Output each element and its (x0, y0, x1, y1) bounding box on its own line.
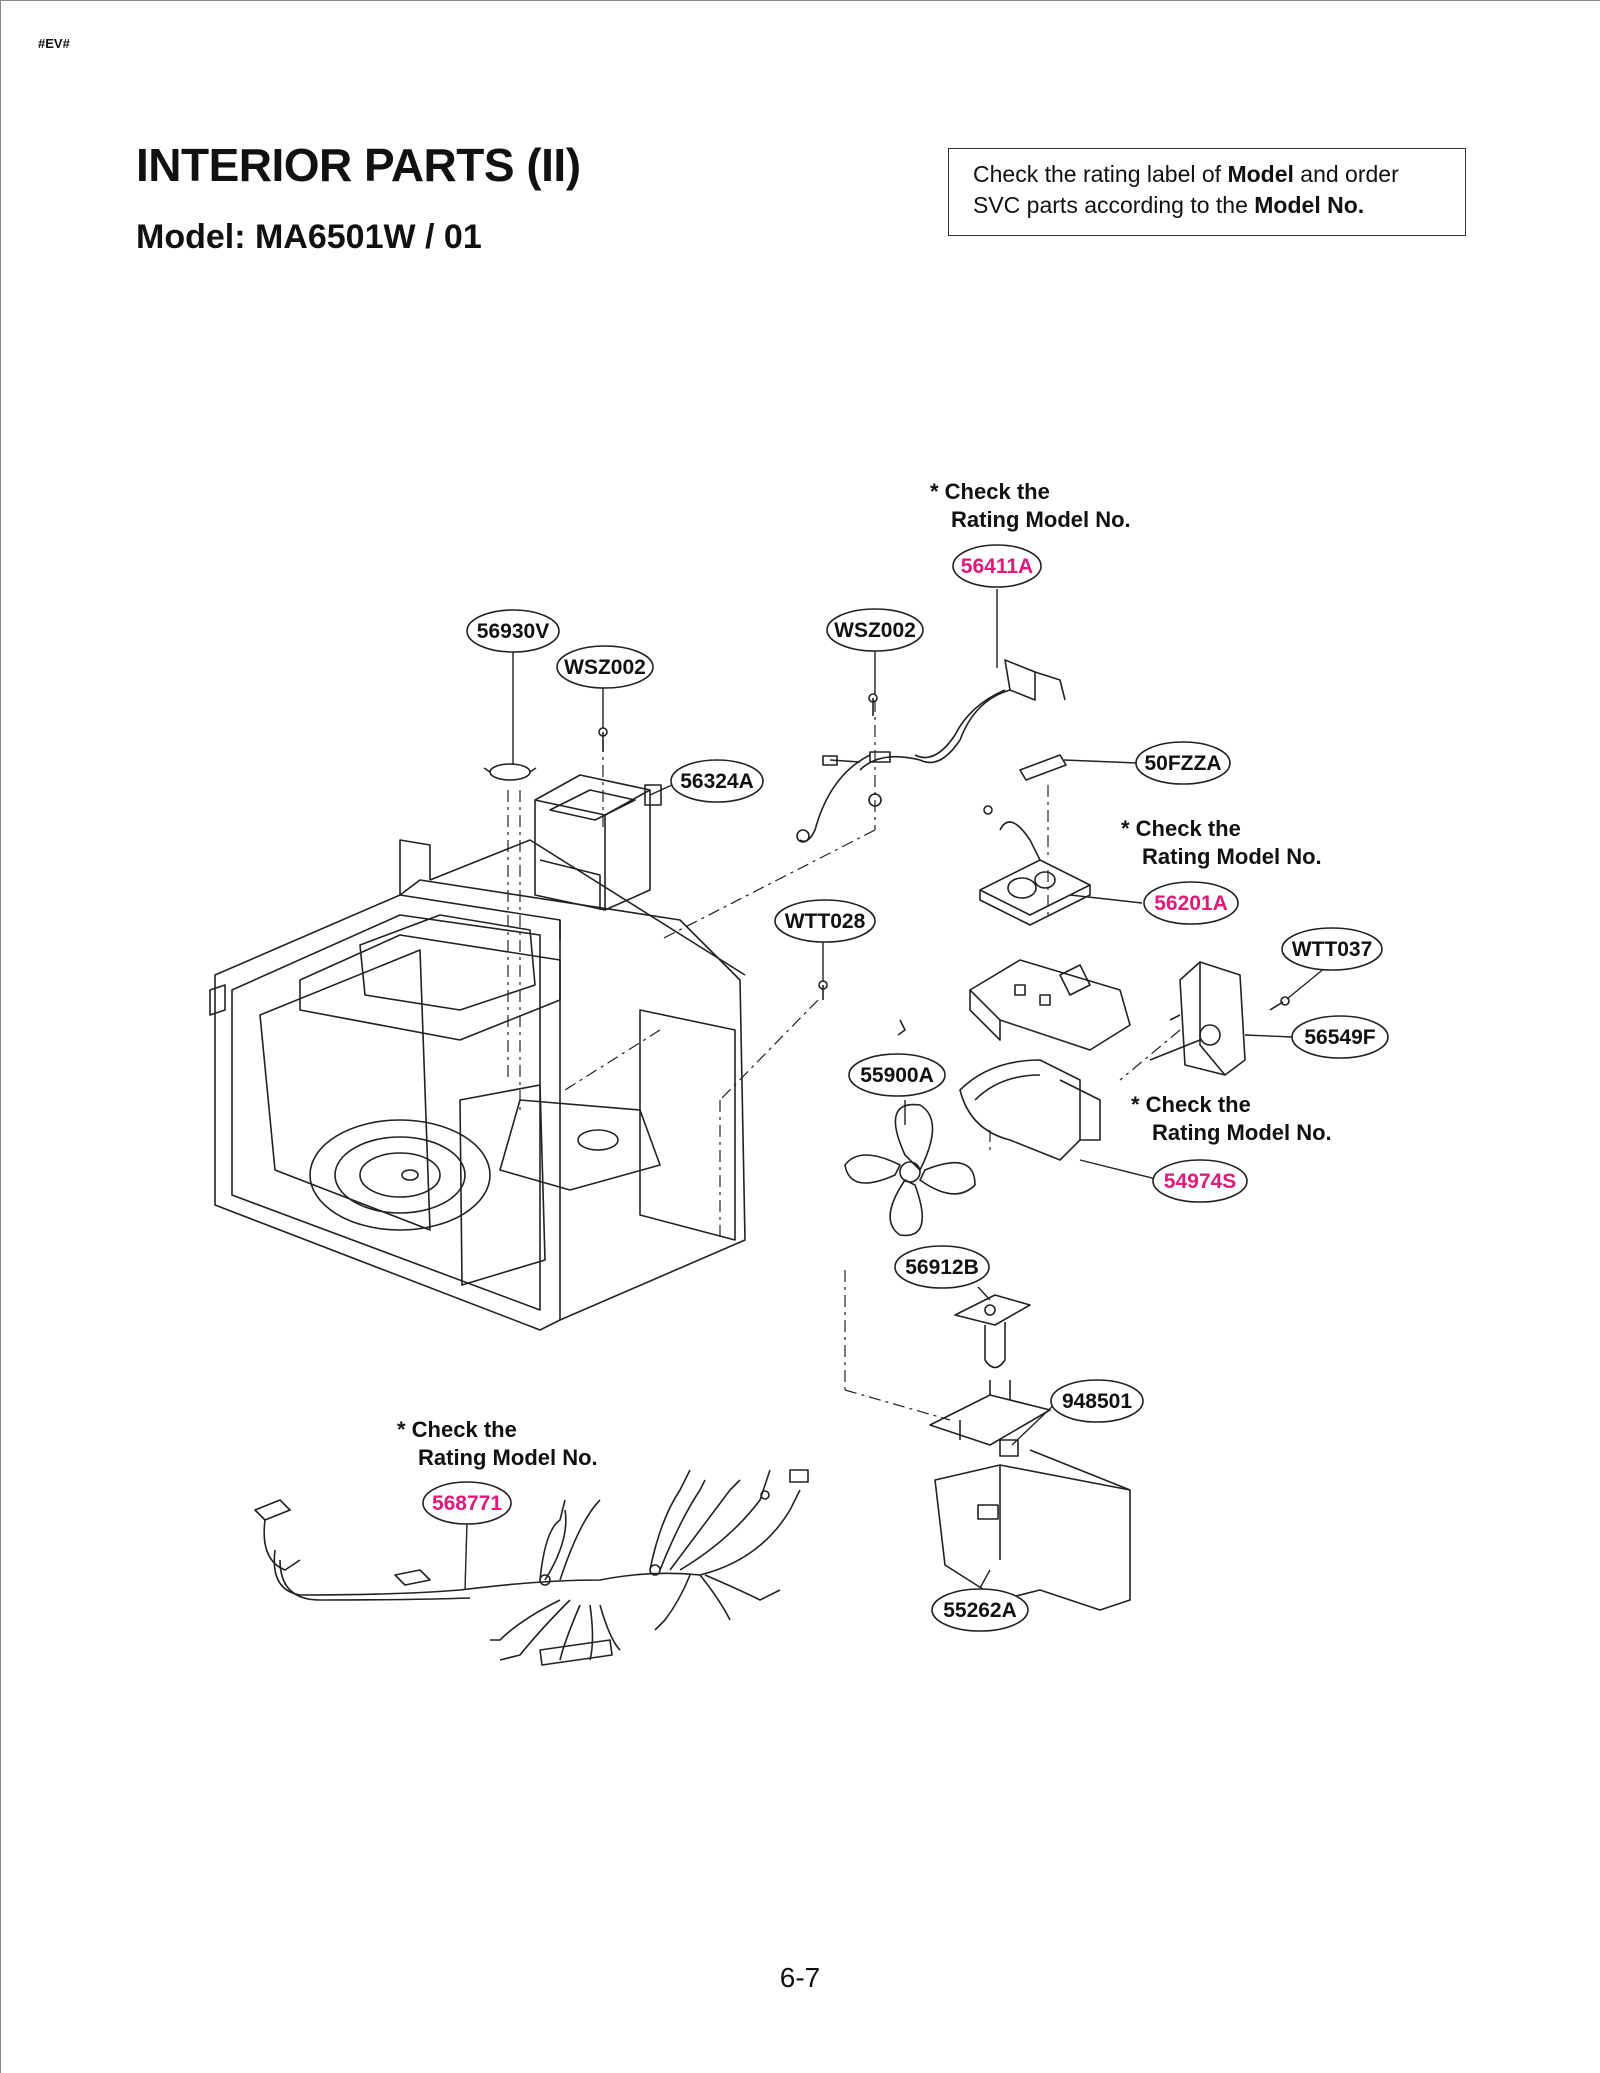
part-number: WSZ002 (834, 619, 916, 642)
thermostat-56930V (483, 763, 537, 781)
part-label-56912B: 56912B (894, 1245, 990, 1289)
part-number: 56411A (961, 555, 1033, 578)
cavity-chassis (209, 839, 746, 1331)
notice-line-1: Check the rating label of Model and orde… (973, 159, 1441, 190)
rating-note: * Check the Rating Model No. (1131, 1092, 1332, 1145)
note-line: * Check the (397, 1417, 517, 1442)
fan-duct-54974S (959, 1059, 1101, 1161)
rating-note: * Check the Rating Model No. (930, 479, 1131, 532)
rating-notes: * Check the Rating Model No. * Check the… (397, 479, 1332, 1470)
part-label-568771: 568771 (422, 1481, 512, 1525)
part-number: 56930V (477, 620, 549, 643)
notice-line-2: SVC parts according to the Model No. (973, 190, 1441, 221)
fan-blade-55900A (844, 1019, 976, 1237)
note-line: Rating Model No. (1142, 844, 1322, 869)
notice-text: and order (1293, 161, 1399, 187)
page-number: 6-7 (779, 1962, 821, 1993)
part-label-WTT028: WTT028 (774, 899, 876, 943)
part-label-WTT037: WTT037 (1281, 927, 1383, 971)
part-label-WSZ002: WSZ002 (556, 645, 654, 689)
part-labels: 56411A WSZ002 56930V WSZ002 56324A 50FZZ… (422, 544, 1389, 1632)
part-label-56201A: 56201A (1143, 881, 1239, 925)
page-title: INTERIOR PARTS (II) (136, 139, 581, 191)
part-number: 56912B (905, 1256, 979, 1279)
notice-bold: Model No. (1254, 192, 1365, 218)
part-label-948501: 948501 (1050, 1379, 1144, 1423)
part-number: 54974S (1164, 1170, 1236, 1193)
part-label-55262A: 55262A (931, 1588, 1029, 1632)
part-number: 55262A (943, 1599, 1017, 1622)
part-number: 568771 (432, 1492, 502, 1515)
part-number: WTT028 (785, 910, 866, 933)
part-number: WTT037 (1292, 938, 1373, 961)
note-line: Rating Model No. (418, 1445, 598, 1470)
motor-bracket (969, 959, 1131, 1051)
part-number: WSZ002 (564, 656, 646, 679)
note-line: * Check the (1131, 1092, 1251, 1117)
part-label-55900A: 55900A (848, 1053, 946, 1097)
notice-text: Check the rating label of (973, 161, 1228, 187)
part-label-56324A: 56324A (670, 759, 764, 803)
part-label-50FZZA: 50FZZA (1135, 741, 1231, 785)
notice-box: Check the rating label of Model and orde… (948, 148, 1466, 236)
model-subtitle: Model: MA6501W / 01 (136, 218, 482, 256)
part-label-54974S: 54974S (1152, 1159, 1248, 1203)
lamp-56912B (954, 1294, 1031, 1369)
part-number: 56324A (680, 770, 754, 793)
wire-harness-568771 (254, 1469, 809, 1666)
assembly-lines (507, 700, 1181, 1421)
part-number: 948501 (1062, 1390, 1132, 1413)
page-border (0, 0, 1, 2073)
noise-filter-56201A (979, 805, 1091, 926)
rating-note: * Check the Rating Model No. (397, 1417, 598, 1470)
note-line: * Check the (930, 479, 1050, 504)
notice-text: SVC parts according to the (973, 192, 1255, 218)
page-border (0, 0, 1600, 1)
part-label-56549F: 56549F (1291, 1015, 1389, 1059)
note-line: * Check the (1121, 816, 1241, 841)
part-label-56411A: 56411A (952, 544, 1042, 588)
part-label-WSZ002: WSZ002 (826, 608, 924, 652)
notice-bold: Model (1227, 161, 1294, 187)
document-code: #EV# (38, 36, 70, 51)
lamp-bracket-948501 (929, 1380, 1051, 1457)
part-number: 50FZZA (1144, 752, 1221, 775)
rating-note: * Check the Rating Model No. (1121, 816, 1322, 869)
power-cord-56411A (796, 659, 1066, 843)
part-number: 55900A (860, 1064, 934, 1087)
part-label-56930V: 56930V (466, 609, 560, 653)
note-line: Rating Model No. (1152, 1120, 1332, 1145)
fuse-50FZZA (1019, 754, 1067, 781)
part-number: 56549F (1304, 1026, 1375, 1049)
leader-lines (464, 589, 1327, 1591)
transformer-56324A (534, 774, 662, 911)
part-number: 56201A (1154, 892, 1228, 915)
note-line: Rating Model No. (951, 507, 1131, 532)
fan-motor-56549F (1149, 961, 1246, 1076)
air-guide-55262A (934, 1449, 1131, 1611)
